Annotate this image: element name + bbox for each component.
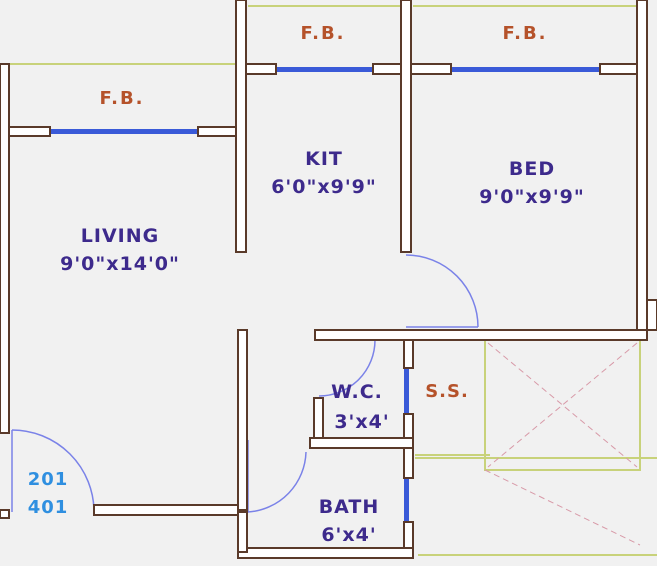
bath-size: 6'x4' — [321, 524, 376, 546]
duct-shaft — [484, 339, 641, 546]
fb-label-kit: F.B. — [300, 23, 345, 44]
room-labels: LIVING 9'0"x14'0" KIT 6'0"x9'9" BED 9'0"… — [60, 148, 585, 546]
wc-window — [404, 368, 409, 414]
kit-size: 6'0"x9'9" — [271, 176, 377, 198]
ss-label: S.S. — [425, 381, 469, 402]
bed-name: BED — [509, 158, 555, 180]
fb-label-bed: F.B. — [502, 23, 547, 44]
bed-size: 9'0"x9'9" — [479, 186, 585, 208]
living-name: LIVING — [81, 225, 159, 247]
living-size: 9'0"x14'0" — [60, 253, 180, 275]
unit-numbers: 201 401 — [28, 469, 69, 518]
bath-name: BATH — [319, 496, 380, 518]
wc-name: W.C. — [331, 381, 383, 403]
unit-number-2: 401 — [28, 497, 69, 518]
wc-door — [318, 339, 376, 397]
flower-bed-outlines — [0, 5, 657, 556]
windows — [48, 67, 600, 522]
entrance-door — [11, 429, 95, 513]
bath-door — [247, 451, 307, 513]
bath-window — [404, 478, 409, 522]
wc-size: 3'x4' — [334, 411, 389, 433]
bed-door — [405, 254, 479, 328]
kit-name: KIT — [305, 148, 343, 170]
unit-number-1: 201 — [28, 469, 69, 490]
kit-window — [275, 67, 375, 72]
bed-window — [450, 67, 600, 72]
living-window — [48, 129, 200, 134]
fb-label-living: F.B. — [99, 88, 144, 109]
service-labels: F.B. F.B. F.B. S.S. — [99, 23, 547, 402]
